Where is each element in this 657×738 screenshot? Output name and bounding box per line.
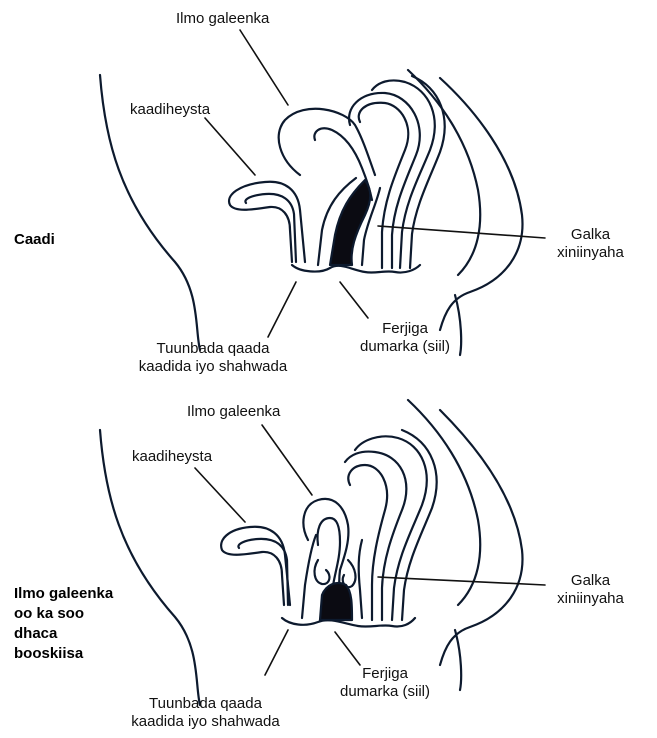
bladder-top-inner xyxy=(245,194,296,262)
leader-vagina-top xyxy=(340,282,368,318)
uterus-coil-left xyxy=(315,560,330,584)
leader-bladder-bottom xyxy=(195,468,245,522)
prolapse-title: Ilmo galeenka oo ka soo dhaca booskiisa xyxy=(14,584,113,664)
body-outline-back-b xyxy=(440,410,522,665)
label-vagina-normal: Ferjiga dumarka (siil) xyxy=(350,320,460,356)
label-bladder-normal: kaadiheysta xyxy=(130,101,210,119)
leader-lines-bottom xyxy=(195,425,545,675)
label-urethra-normal-line2: kaadida iyo shahwada xyxy=(138,358,288,376)
prolapse-title-line3: dhaca xyxy=(14,624,113,644)
body-outline-front-b xyxy=(100,430,200,705)
bladder-b-inner xyxy=(238,539,288,605)
label-vagina-normal-line1: Ferjiga xyxy=(350,320,460,338)
rectum-loop-big-b xyxy=(355,436,427,620)
prolapse-title-line1: Ilmo galeenka xyxy=(14,584,113,604)
leader-uterus-bottom xyxy=(262,425,312,495)
label-vagina-prolapse-line2: dumarka (siil) xyxy=(330,683,440,701)
normal-title: Caadi xyxy=(14,230,55,250)
body-outline-thigh-b xyxy=(455,630,461,690)
leader-vagina-bottom xyxy=(335,632,360,665)
uterus-coil-right xyxy=(343,560,356,587)
label-rectum-normal-line2: xiniinyaha xyxy=(553,244,628,262)
vagina-wall-left-b xyxy=(302,535,316,618)
label-rectum-prolapse-line1: Galka xyxy=(553,572,628,590)
label-bladder-prolapse: kaadiheysta xyxy=(132,448,212,466)
leader-urethra-top xyxy=(268,282,296,337)
vagina-wall-right-b xyxy=(359,540,362,618)
label-vagina-normal-line2: dumarka (siil) xyxy=(350,338,460,356)
label-rectum-prolapse-line2: xiniinyaha xyxy=(553,590,628,608)
body-outline-back-inner xyxy=(408,70,480,275)
label-urethra-normal: Tuunbada qaada kaadida iyo shahwada xyxy=(138,340,288,376)
label-rectum-prolapse: Galka xiniinyaha xyxy=(553,572,628,608)
rectum-loop-b xyxy=(345,452,406,620)
prolapse-title-line4: booskiisa xyxy=(14,644,113,664)
prolapse-title-line2: oo ka soo xyxy=(14,604,113,624)
label-urethra-prolapse-line1: Tuunbada qaada xyxy=(128,695,283,713)
rectum-loop-big-inner-b xyxy=(402,430,437,620)
label-rectum-normal: Galka xiniinyaha xyxy=(553,226,628,262)
label-urethra-normal-line1: Tuunbada qaada xyxy=(138,340,288,358)
label-uterus-prolapse: Ilmo galeenka xyxy=(187,403,280,421)
label-urethra-prolapse: Tuunbada qaada kaadida iyo shahwada xyxy=(128,695,283,731)
prolapse-pelvis-drawing xyxy=(100,400,522,705)
leader-uterus-top xyxy=(240,30,288,105)
vagina-channel-b xyxy=(320,583,352,620)
leader-urethra-bottom xyxy=(265,630,288,675)
label-vagina-prolapse-line1: Ferjiga xyxy=(330,665,440,683)
label-urethra-prolapse-line2: kaadida iyo shahwada xyxy=(128,713,283,731)
leader-bladder-top xyxy=(205,118,255,175)
body-outline-back-inner-b xyxy=(408,400,480,605)
label-uterus-normal: Ilmo galeenka xyxy=(176,10,269,28)
body-outline-back xyxy=(440,78,522,330)
label-vagina-prolapse: Ferjiga dumarka (siil) xyxy=(330,665,440,701)
vagina-channel xyxy=(330,180,370,265)
label-rectum-normal-line1: Galka xyxy=(553,226,628,244)
